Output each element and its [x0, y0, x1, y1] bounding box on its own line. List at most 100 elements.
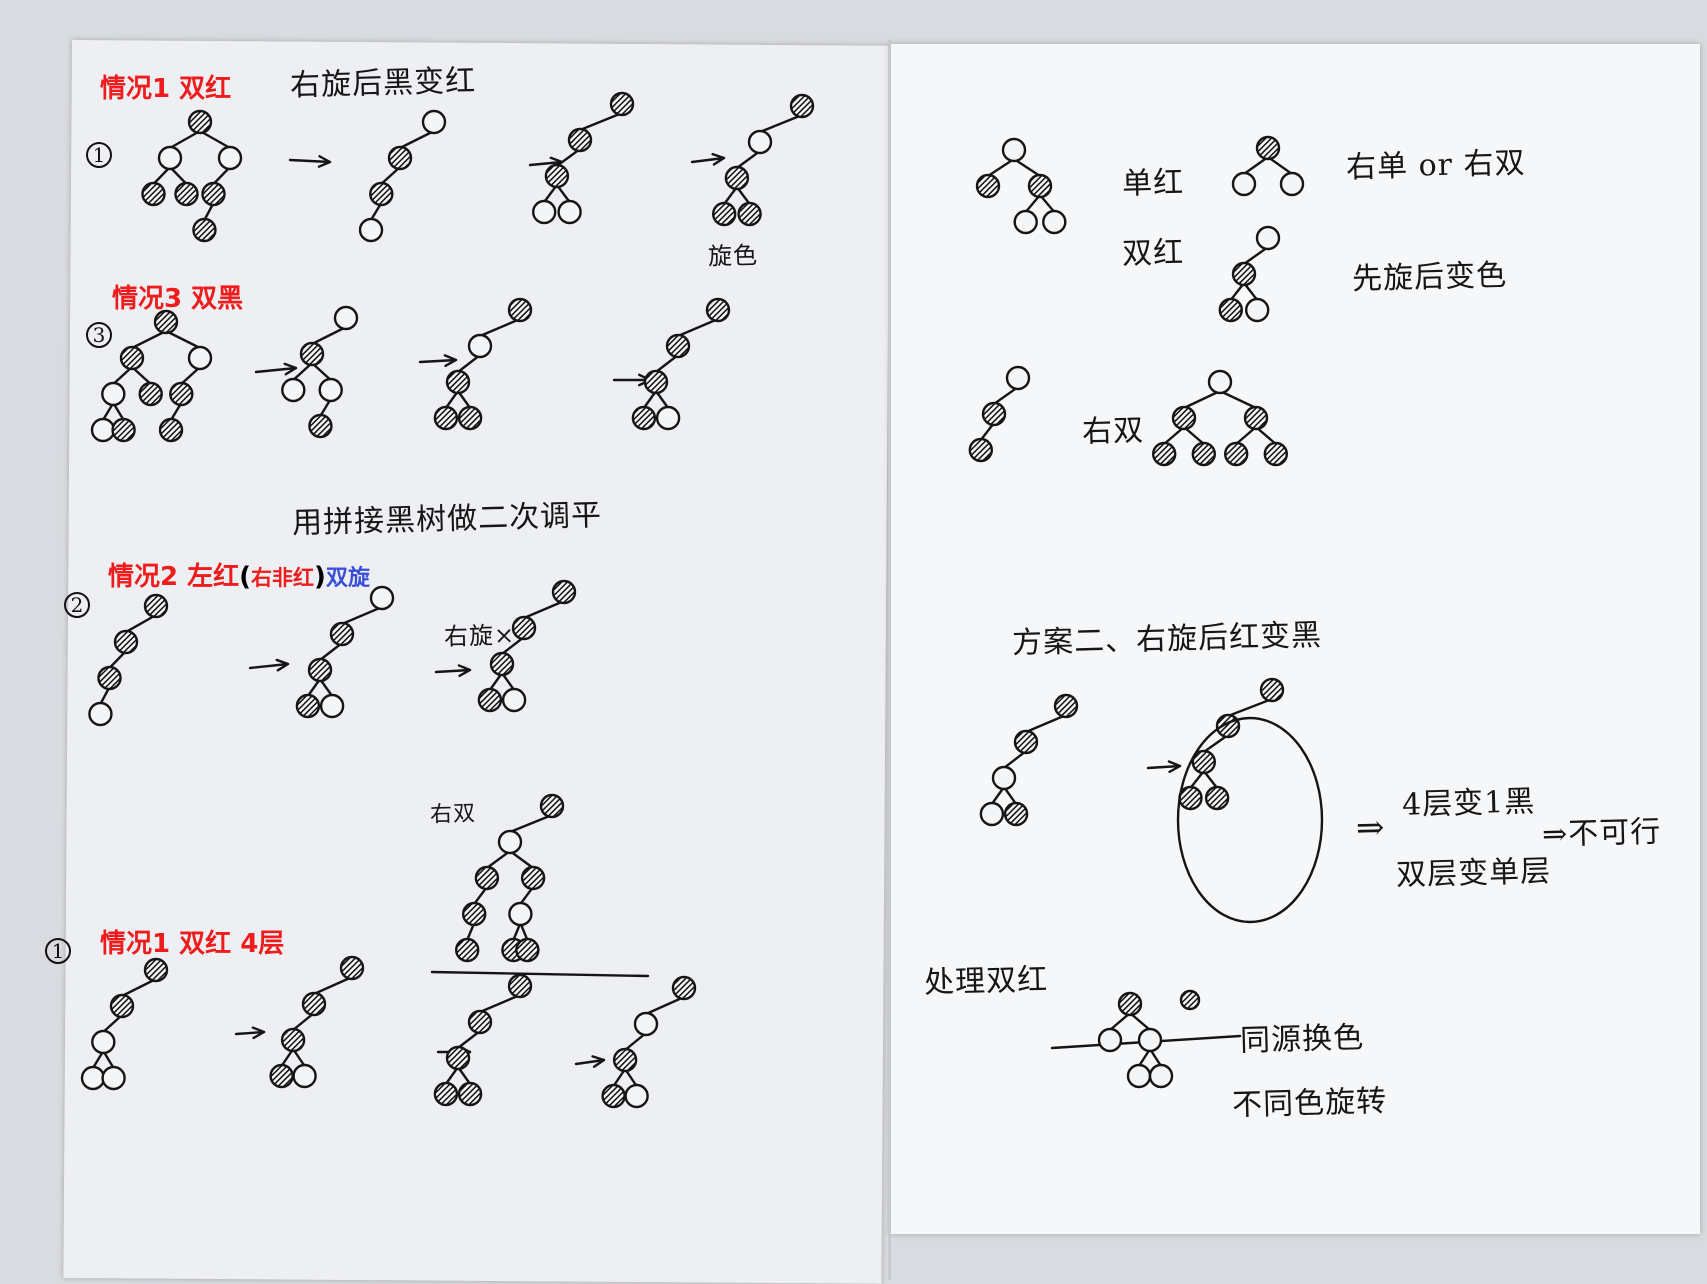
note-handle-double-red: 处理双红: [923, 962, 1049, 1001]
row5-tree2-black-node: [339, 955, 365, 981]
arrow-r5a: [234, 1030, 266, 1036]
rp-tree8-edge: [1128, 1011, 1152, 1032]
row2-tree1-black-node: [111, 417, 136, 443]
row5-tree3-black-node: [457, 1081, 483, 1107]
row5-tree3-black-node: [433, 1081, 459, 1107]
note-rotate-then-recolor: 先旋后变色: [1351, 257, 1508, 298]
note-rotate-color: 旋色: [707, 241, 759, 271]
row1-tree3-edge: [555, 147, 582, 168]
row1-tree1-black-node: [187, 109, 213, 135]
row5-tree3-black-node: [445, 1045, 471, 1071]
row3-tree2-black-node: [295, 693, 321, 719]
row2-tree1-black-node: [153, 309, 179, 335]
rp-tree3-black-node: [1218, 297, 1244, 323]
rp-small-black-node: [1179, 989, 1201, 1011]
row2-tree2-edge: [310, 325, 348, 346]
rp-tree7-black-node: [1191, 749, 1217, 775]
row2-tree2-black-node: [299, 341, 325, 367]
row2-tree1-black-node: [138, 381, 163, 407]
row3-tree3-black-node: [489, 651, 515, 677]
rp-tree6-black-node: [1013, 729, 1039, 755]
row2-tree2-edge: [310, 361, 332, 382]
row2-tree4-edge: [676, 317, 720, 338]
row4-tree-black-node: [455, 937, 480, 963]
rp-tree4-black-node: [981, 401, 1007, 427]
row2-tree1-edge: [130, 365, 152, 386]
rp-tree3-edge: [1242, 245, 1270, 266]
row1-tree2-black-node: [387, 145, 413, 171]
rp-tree1-red-node: [1013, 209, 1038, 235]
row3-tree2-edge: [318, 641, 344, 662]
row1-tree3-black-node: [544, 163, 570, 189]
row1-tree4-edge: [758, 113, 804, 134]
marker-2: 2: [64, 592, 90, 618]
case3-label: 情况3 双黑: [112, 284, 244, 314]
row2-tree3-black-node: [457, 405, 483, 431]
arrow-r2a-head: [283, 362, 298, 376]
note-right-single-or-double: 右单 or 右双: [1345, 145, 1527, 186]
case1-4-layer-label: 情况1 双红 4层: [100, 929, 285, 959]
row5-tree1-red-node: [91, 1029, 116, 1055]
note-double-to-single: 双层变单层: [1395, 853, 1552, 894]
rp-tree6-edge: [1024, 713, 1068, 734]
rp-tree5-edge: [1218, 389, 1258, 410]
rp-tree7-edge: [1226, 697, 1274, 718]
rp-tree8-black-node: [1117, 991, 1143, 1017]
row2-tree1-edge: [180, 365, 202, 386]
row1-tree1-black-node: [174, 181, 199, 207]
row3-tree2-red-node: [369, 585, 395, 611]
row3-tree3-red-node: [501, 687, 527, 713]
row5-tree4-red-node: [624, 1083, 649, 1109]
row1-tree2-edge: [398, 129, 436, 150]
arrow-r1b: [528, 160, 564, 167]
rp-arrow: [1146, 764, 1182, 770]
rp-tree5-edge: [1234, 425, 1258, 446]
rp-tree4-red-node: [1005, 365, 1031, 391]
row3-tree1-red-node: [88, 701, 113, 727]
row2-tree1-edge: [164, 329, 202, 350]
row5-tree1-edge: [102, 1013, 124, 1034]
row5-tree1-edge: [120, 977, 158, 998]
row2-tree2-black-node: [308, 413, 333, 439]
rp-tree5-edge: [1182, 425, 1206, 446]
case2-left-red: 情况2 左红: [108, 562, 240, 592]
arrow-r5a-head: [251, 1026, 266, 1040]
row2-tree2-red-node: [333, 305, 359, 331]
row5-tree3-black-node: [467, 1009, 493, 1035]
row5-tree4-edge: [623, 1031, 648, 1052]
row2-tree4-black-node: [665, 333, 691, 359]
row2-tree3-edge: [456, 353, 482, 374]
row5-tree4-red-node: [633, 1011, 659, 1037]
case2-right-not-red: 右非红: [251, 566, 315, 590]
row4-tree-edge: [508, 849, 535, 870]
row2-tree1-edge: [112, 365, 134, 386]
row1-tree4-edge: [735, 149, 762, 170]
case2-label: 情况2 左红(右非红)双旋: [108, 556, 370, 593]
row2-tree4-red-node: [655, 405, 681, 431]
row2-tree1-red-node: [101, 381, 126, 407]
right-paper-sheet: [890, 44, 1700, 1234]
divider-line: [430, 970, 650, 978]
note-double-red: 双红: [1121, 235, 1185, 272]
note-right-double-2: 右双: [1081, 413, 1145, 450]
note-right-double: 右双: [429, 801, 477, 828]
rp-tree1-black-node: [975, 173, 1001, 199]
row1-tree1-red-node: [217, 145, 243, 171]
row1-tree3-black-node: [567, 127, 593, 153]
rp-tree1-edge: [1012, 157, 1042, 178]
rp-tree8-red-node: [1137, 1027, 1163, 1053]
row3-tree1-edge: [124, 613, 158, 634]
row4-tree-edge: [485, 849, 512, 870]
row1-tree3-edge: [578, 111, 624, 132]
rp-ellipse: [1176, 716, 1324, 924]
row1-tree4-red-node: [747, 129, 773, 155]
rp-tree8-red-node: [1148, 1063, 1174, 1089]
row5-tree4-black-node: [601, 1083, 626, 1109]
row2-tree4-black-node: [643, 369, 669, 395]
row1-tree1-black-node: [141, 181, 166, 207]
row5-tree2-black-node: [269, 1063, 294, 1089]
row3-tree3-edge: [522, 599, 566, 620]
rp-tree6-red-node: [991, 765, 1017, 791]
row3-tree2-black-node: [307, 657, 333, 683]
